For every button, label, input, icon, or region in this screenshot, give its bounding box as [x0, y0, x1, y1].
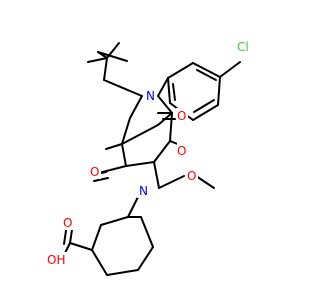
- atom-O3: O: [177, 109, 186, 123]
- atom-N2: N: [139, 184, 148, 198]
- atom-N1: N: [146, 89, 155, 103]
- atom-O4: O: [90, 165, 99, 179]
- atom-labels: Cl N N O O O O O OH O: [47, 39, 255, 267]
- atom-OH: OH: [47, 253, 65, 267]
- bond-lines: [61, 42, 241, 276]
- atom-O-carbonyl: O: [63, 216, 72, 230]
- atom-O1: O: [177, 144, 186, 158]
- molecule-diagram: Cl N N O O O O O OH O: [47, 39, 255, 276]
- atom-O2: O: [187, 169, 196, 183]
- atom-Cl: Cl: [237, 40, 249, 54]
